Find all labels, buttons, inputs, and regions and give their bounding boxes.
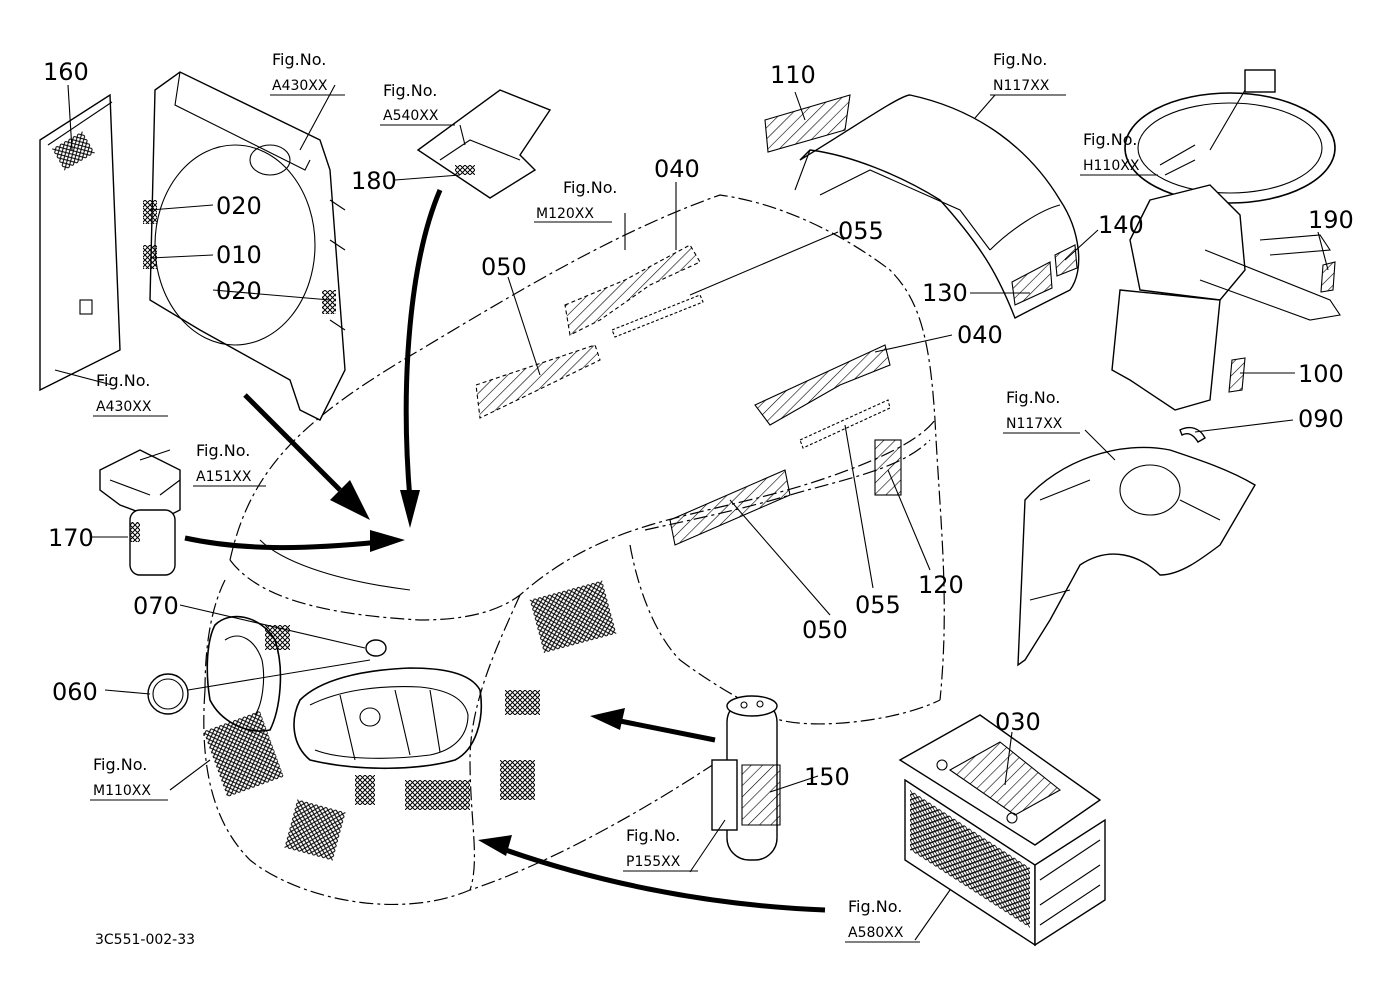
decal-190 — [1320, 261, 1336, 293]
svg-text:Fig.No.: Fig.No. — [272, 50, 326, 69]
callout-040: 040 — [654, 155, 700, 183]
fig-label-m110: Fig.No. M110XX — [90, 755, 168, 801]
decal-055-top — [611, 294, 704, 338]
fig-label-p155: Fig.No. P155XX — [623, 826, 698, 872]
fig-label-a430-top: Fig.No. A430XX — [270, 50, 345, 96]
leader-lines — [54, 84, 1329, 941]
fig-label-a540: Fig.No. A540XX — [380, 81, 455, 126]
fig-label-h110: Fig.No. H110XX — [1080, 130, 1158, 176]
floor-cover-a540 — [416, 89, 552, 199]
decal-140 — [1054, 244, 1078, 277]
svg-text:P155XX: P155XX — [626, 854, 681, 870]
callout-050: 050 — [802, 616, 848, 644]
callout-020: 020 — [216, 192, 262, 220]
diagram-code: 3C551-002-33 — [95, 932, 195, 948]
hood-assembly — [203, 194, 945, 905]
decal-130 — [1011, 261, 1053, 306]
callout-130: 130 — [922, 279, 968, 307]
part-090 — [1179, 426, 1206, 443]
callout-170: 170 — [48, 524, 94, 552]
callout-040: 040 — [957, 321, 1003, 349]
svg-text:Fig.No.: Fig.No. — [848, 897, 902, 916]
callout-055: 055 — [855, 591, 901, 619]
decal-110 — [764, 94, 851, 153]
fuel-filter-a151 — [99, 449, 181, 576]
svg-text:Fig.No.: Fig.No. — [383, 81, 437, 100]
callout-020: 020 — [216, 277, 262, 305]
svg-text:Fig.No.: Fig.No. — [93, 755, 147, 774]
fender-panel — [1017, 426, 1256, 667]
svg-text:Fig.No.: Fig.No. — [1083, 130, 1137, 149]
radiator-shroud — [39, 71, 346, 421]
svg-text:N117XX: N117XX — [1006, 416, 1063, 432]
callout-055: 055 — [838, 217, 884, 245]
decal-030 — [948, 741, 1061, 816]
decal-150 — [741, 764, 781, 826]
callout-150: 150 — [804, 763, 850, 791]
callout-090: 090 — [1298, 405, 1344, 433]
decal-040-side — [754, 344, 891, 426]
svg-text:H110XX: H110XX — [1083, 158, 1140, 174]
svg-text:Fig.No.: Fig.No. — [96, 371, 150, 390]
callout-050: 050 — [481, 253, 527, 281]
fig-label-m120: Fig.No. M120XX — [534, 178, 617, 223]
assembly-arrows — [184, 189, 826, 913]
decal-040-top — [564, 244, 701, 336]
svg-text:M120XX: M120XX — [536, 206, 594, 222]
svg-text:Fig.No.: Fig.No. — [563, 178, 617, 197]
svg-text:A540XX: A540XX — [383, 108, 439, 124]
callout-070: 070 — [133, 592, 179, 620]
decal-120 — [874, 439, 902, 496]
decal-050-side — [669, 469, 791, 546]
fig-label-a430-bottom: Fig.No. A430XX — [93, 371, 168, 417]
svg-text:A430XX: A430XX — [272, 78, 328, 94]
callout-190: 190 — [1308, 206, 1354, 234]
steering-column — [1111, 69, 1341, 411]
fig-label-a151: Fig.No. A151XX — [193, 441, 266, 487]
svg-text:N117XX: N117XX — [993, 78, 1050, 94]
decal-050-top — [475, 344, 601, 419]
cylinder-p155 — [711, 695, 781, 861]
fig-label-n117-right: Fig.No. N117XX — [1003, 388, 1080, 434]
front-grille — [203, 580, 617, 861]
battery-a580 — [898, 714, 1106, 947]
callout-060: 060 — [52, 678, 98, 706]
callout-100: 100 — [1298, 360, 1344, 388]
svg-text:Fig.No.: Fig.No. — [1006, 388, 1060, 407]
svg-text:Fig.No.: Fig.No. — [196, 441, 250, 460]
svg-text:A580XX: A580XX — [848, 925, 904, 941]
callout-180: 180 — [351, 167, 397, 195]
callout-110: 110 — [770, 61, 816, 89]
svg-text:Fig.No.: Fig.No. — [993, 50, 1047, 69]
callout-010: 010 — [216, 241, 262, 269]
svg-text:A151XX: A151XX — [196, 469, 252, 485]
hood-decals — [475, 244, 902, 546]
fig-label-a580: Fig.No. A580XX — [845, 897, 920, 943]
callout-140: 140 — [1098, 211, 1144, 239]
fig-label-n117-top: Fig.No. N117XX — [990, 50, 1066, 96]
gauge-060 — [147, 673, 189, 715]
badge-070 — [365, 639, 387, 657]
svg-text:Fig.No.: Fig.No. — [626, 826, 680, 845]
svg-text:M110XX: M110XX — [93, 783, 151, 799]
callout-120: 120 — [918, 571, 964, 599]
svg-text:A430XX: A430XX — [96, 399, 152, 415]
callout-030: 030 — [995, 708, 1041, 736]
roof-canopy — [764, 94, 1080, 319]
decal-100 — [1228, 357, 1246, 393]
callout-160: 160 — [43, 58, 89, 86]
